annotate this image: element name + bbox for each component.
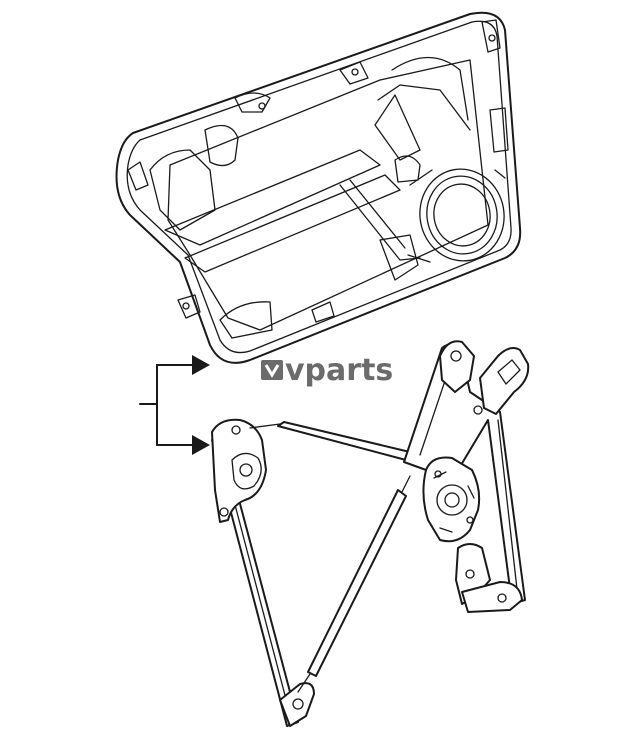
arrow-head-lower bbox=[192, 435, 210, 455]
vparts-logo: vparts bbox=[261, 353, 393, 388]
svg-text:vparts: vparts bbox=[285, 353, 393, 388]
door-module-panel[interactable] bbox=[115, 11, 522, 364]
callout-bracket bbox=[139, 355, 210, 455]
window-regulator[interactable] bbox=[211, 340, 530, 727]
arrow-head-upper bbox=[192, 355, 210, 375]
